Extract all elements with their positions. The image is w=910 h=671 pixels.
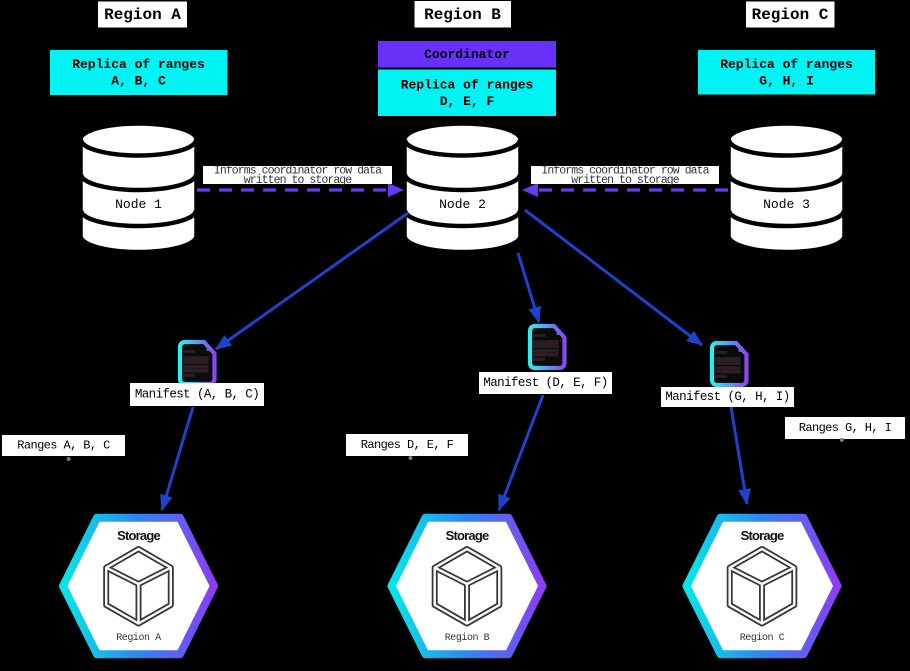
svg-text:written to storage: written to storage <box>244 174 353 187</box>
svg-text:D, E, F: D, E, F <box>440 94 495 109</box>
svg-text:Replica of ranges: Replica of ranges <box>72 57 205 72</box>
svg-text:Ranges D, E, F: Ranges D, E, F <box>361 438 454 452</box>
svg-text:Node 1: Node 1 <box>115 197 162 212</box>
svg-text:Region C: Region C <box>752 6 829 24</box>
svg-text:Informs coordinator row data: Informs coordinator row data <box>214 165 382 178</box>
svg-text:Replica of ranges: Replica of ranges <box>720 57 853 72</box>
svg-text:Region B: Region B <box>424 6 501 24</box>
svg-text:Manifest (G, H, I): Manifest (G, H, I) <box>665 390 789 404</box>
svg-text:Region C: Region C <box>740 632 785 644</box>
svg-text:Manifest (A, B, C): Manifest (A, B, C) <box>135 388 259 402</box>
svg-text:Ranges G, H, I: Ranges G, H, I <box>799 421 891 435</box>
svg-text:Manifest (D, E, F): Manifest (D, E, F) <box>483 376 607 390</box>
svg-text:Ranges A, B, C: Ranges A, B, C <box>17 439 110 453</box>
svg-text:Node 3: Node 3 <box>763 197 810 212</box>
svg-text:Informs coordinator row data: Informs coordinator row data <box>541 165 709 178</box>
svg-text:G, H, I: G, H, I <box>759 74 814 89</box>
svg-text:written to storage: written to storage <box>571 174 680 187</box>
svg-text:Coordinator: Coordinator <box>424 47 510 62</box>
svg-text:Node 2: Node 2 <box>439 197 486 212</box>
svg-text:Region A: Region A <box>104 6 181 24</box>
svg-text:Region A: Region A <box>116 632 161 644</box>
svg-text:A, B, C: A, B, C <box>111 74 166 89</box>
svg-text:Region B: Region B <box>445 632 490 644</box>
svg-text:Replica of ranges: Replica of ranges <box>401 78 534 93</box>
